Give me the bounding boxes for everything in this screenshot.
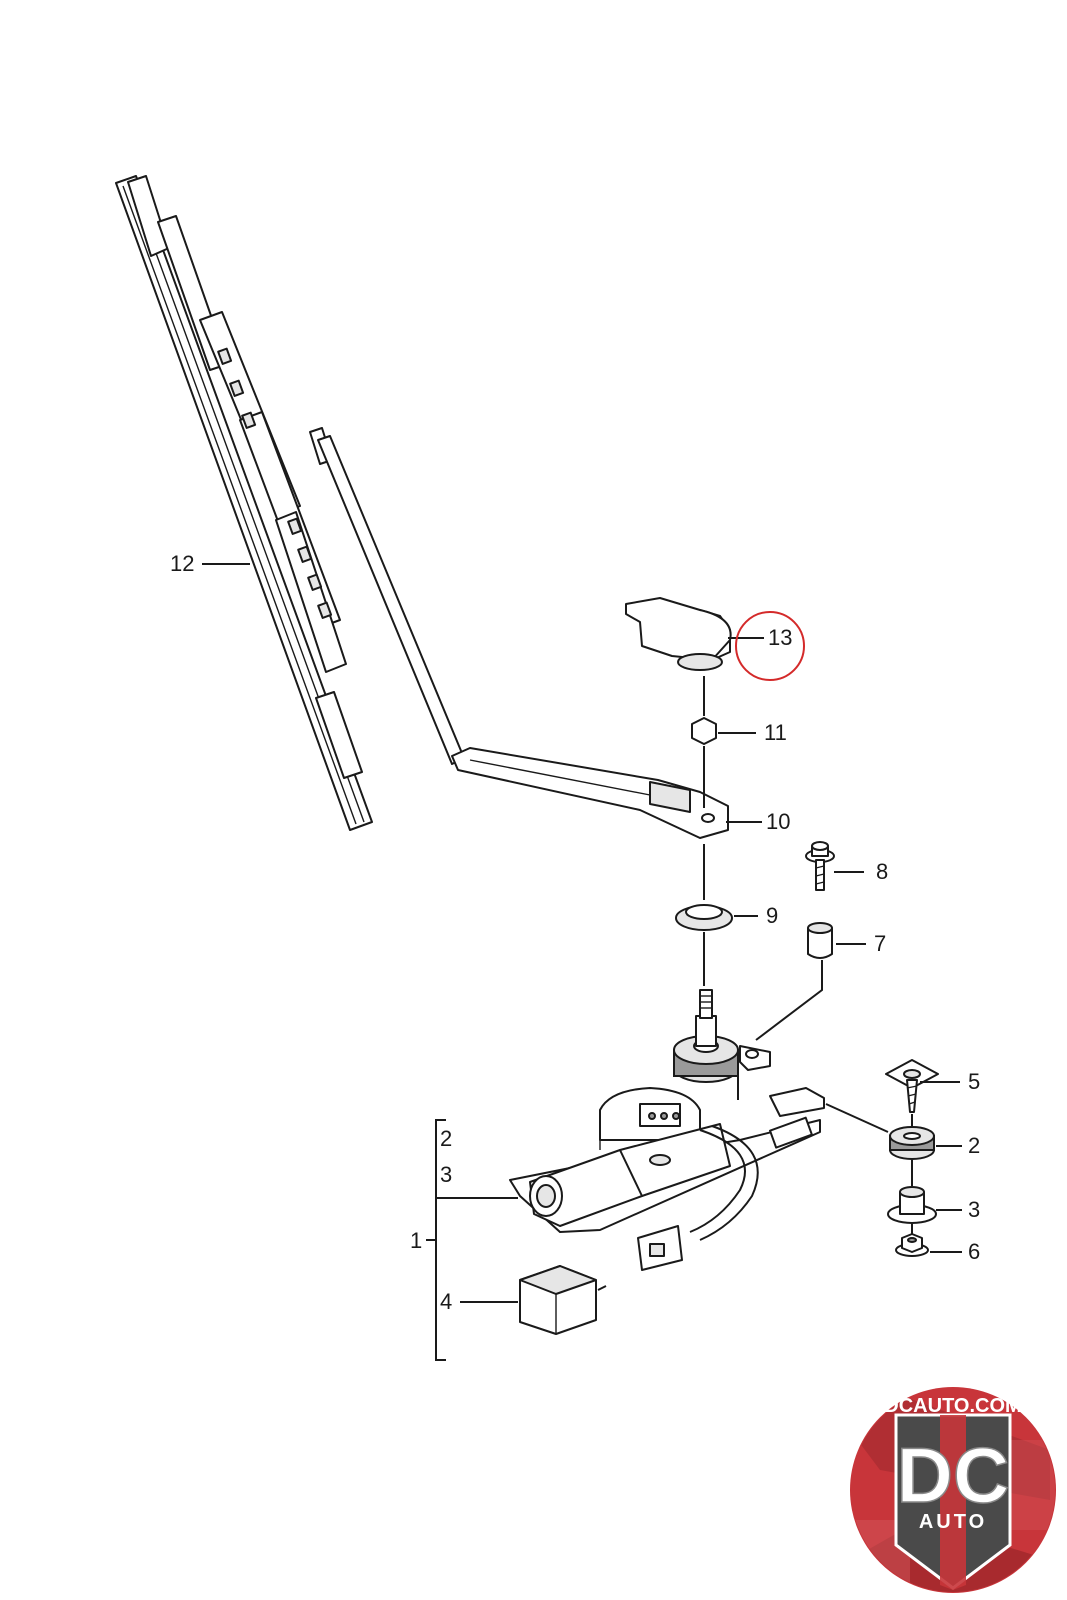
part-13-cover-cap bbox=[625, 597, 732, 671]
callout-7: 7 bbox=[874, 931, 886, 956]
part-2-damper bbox=[889, 1126, 935, 1160]
callout-6: 6 bbox=[968, 1239, 980, 1264]
callout-9: 9 bbox=[766, 903, 778, 928]
part-6-flange-nut bbox=[895, 1233, 929, 1257]
part-5-screw bbox=[885, 1059, 939, 1113]
part-7-spacer bbox=[807, 922, 833, 959]
assembly-lines bbox=[703, 676, 913, 1234]
dcauto-logo: DCAUTO.COM DC AUTO bbox=[850, 1387, 1056, 1593]
part-8-bolt bbox=[805, 841, 835, 891]
callout-10: 10 bbox=[766, 809, 790, 834]
part-1-wiper-motor-assembly bbox=[509, 989, 825, 1271]
callout-13: 13 bbox=[768, 625, 792, 650]
callout-12: 12 bbox=[170, 551, 194, 576]
part-9-grommet bbox=[675, 904, 733, 931]
callout-2-right: 2 bbox=[968, 1133, 980, 1158]
logo-letters: DC bbox=[897, 1431, 1010, 1519]
callout-5: 5 bbox=[968, 1069, 980, 1094]
part-4-relay bbox=[519, 1265, 607, 1335]
logo-word: AUTO bbox=[919, 1511, 987, 1533]
callout-8: 8 bbox=[876, 859, 888, 884]
callout-4: 4 bbox=[440, 1289, 452, 1314]
callout-11: 11 bbox=[764, 720, 787, 745]
callout-3-right: 3 bbox=[968, 1197, 980, 1222]
highlight-circle-13 bbox=[735, 611, 805, 681]
callout-3-left: 3 bbox=[440, 1162, 452, 1187]
part-3-sleeve bbox=[887, 1186, 937, 1224]
callout-2-left: 2 bbox=[440, 1126, 452, 1151]
part-10-wiper-arm bbox=[309, 427, 729, 839]
part-11-nut bbox=[691, 717, 717, 745]
logo-site-text: DCAUTO.COM bbox=[884, 1395, 1021, 1417]
callout-1: 1 bbox=[410, 1228, 422, 1253]
callout-numbers: 12 13 11 10 8 9 7 5 2 3 6 2 3 1 4 bbox=[170, 551, 980, 1314]
part-12-wiper-blade bbox=[115, 175, 373, 831]
callout-leaders bbox=[202, 563, 962, 1361]
